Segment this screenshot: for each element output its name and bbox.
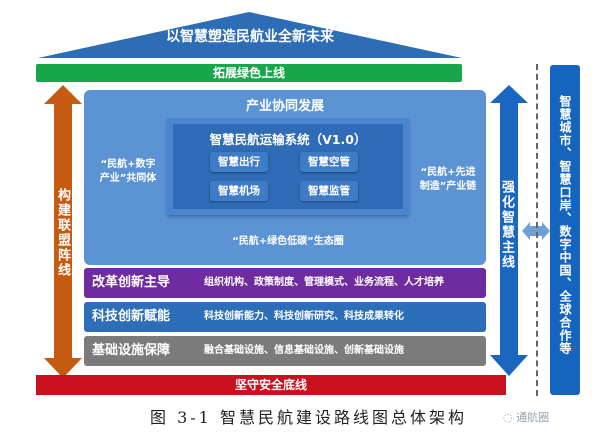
module-smart-airport: 智慧机场 — [210, 181, 268, 201]
right-down-arrow — [490, 85, 528, 376]
system-title: 智慧民航运输系统（V1.0） — [209, 132, 367, 147]
left-double-arrow — [44, 85, 82, 378]
band-tech-content: 科技创新能力、科技创新研究、科技成果转化 — [204, 311, 404, 322]
band-tech-label: 科技创新赋能 — [92, 309, 171, 324]
band-infrastructure: 基础设施保障 融合基础设施、信息基础设施、创新基础设施 — [84, 336, 486, 366]
panel-title: 产业协同发展 — [245, 99, 324, 114]
system-box — [167, 118, 409, 215]
band-infrastructure-label: 基础设施保障 — [92, 343, 171, 358]
band-reform-content: 组织机构、政策制度、管理模式、业务流程、人才培养 — [204, 277, 444, 288]
roof-triangle — [38, 12, 462, 58]
band-reform: 改革创新主导 组织机构、政策制度、管理模式、业务流程、人才培养 — [84, 268, 486, 298]
right-note: “民航+先进 制造”产业链 — [412, 166, 484, 194]
left-note: “民航+数字 产业”共同体 — [92, 158, 164, 186]
external-box-text-wrap: 智慧城市、智慧口岸、数字中国、全球合作等 — [550, 95, 580, 355]
band-reform-label: 改革创新主导 — [92, 275, 171, 290]
roof-title: 以智慧塑造民航业全新未来 — [166, 29, 334, 45]
module-smart-supervision: 智慧监管 — [300, 181, 358, 201]
module-smart-atc: 智慧空管 — [300, 152, 358, 172]
right-note-line-1: “民航+先进 — [420, 167, 476, 178]
wechat-icon: ◌ — [503, 411, 517, 424]
right-arrow-label: 强化智慧主线 — [499, 180, 514, 270]
figure-caption: 图 3-1 智慧民航建设路线图总体架构 — [150, 408, 467, 427]
right-note-line-2: 制造”产业链 — [419, 181, 477, 192]
watermark: ◌ 通航圈 — [503, 409, 549, 425]
top-bar-green: 拓展绿色上线 — [36, 64, 462, 82]
module-smart-travel: 智慧出行 — [210, 152, 268, 172]
watermark-text: 通航圈 — [516, 411, 550, 424]
external-box-text: 智慧城市、智慧口岸、数字中国、全球合作等 — [558, 95, 572, 355]
ecosystem-note: “民航+绿色低碳”生态圈 — [232, 236, 344, 247]
left-note-line-1: “民航+数字 — [100, 159, 156, 170]
external-box — [550, 65, 580, 395]
left-note-line-2: 产业”共同体 — [99, 173, 157, 184]
band-infrastructure-content: 融合基础设施、信息基础设施、创新基础设施 — [204, 345, 404, 356]
band-tech: 科技创新赋能 科技创新能力、科技创新研究、科技成果转化 — [84, 302, 486, 332]
bottom-bar-red: 坚守安全底线 — [36, 375, 506, 395]
left-arrow-label: 构建联盟阵线 — [55, 188, 70, 278]
dashed-divider — [536, 64, 538, 396]
